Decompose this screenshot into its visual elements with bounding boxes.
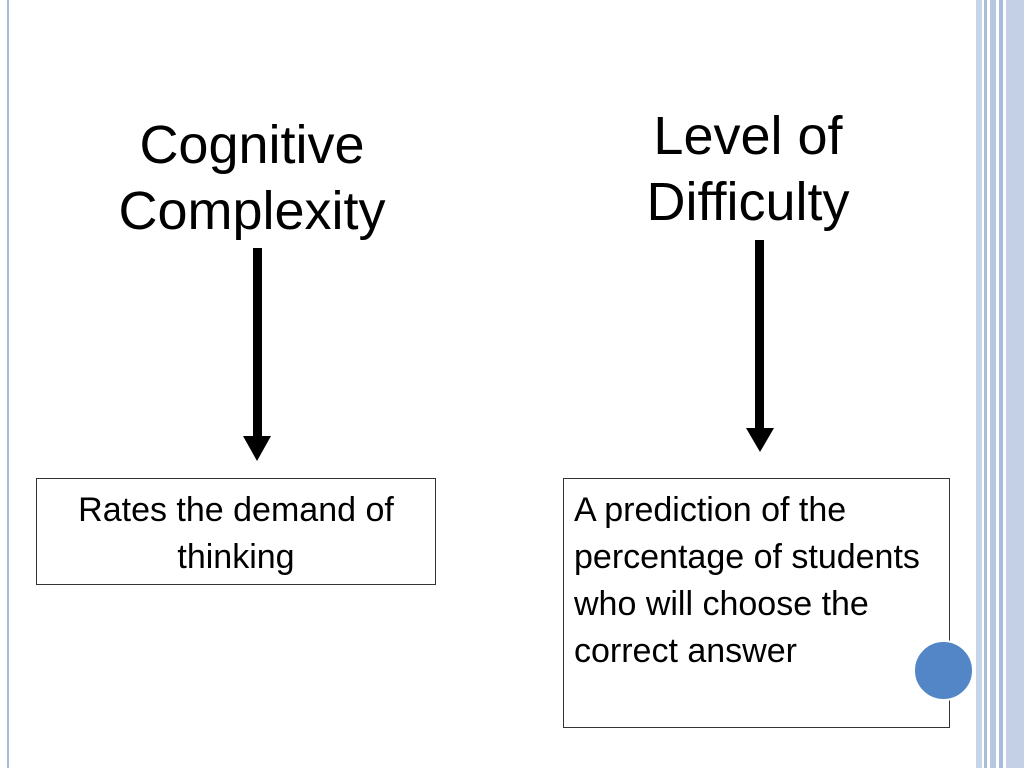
cognitive-complexity-definition: Rates the demand of thinking <box>78 491 394 576</box>
level-of-difficulty-heading: Level of Difficulty <box>646 106 850 232</box>
right-down-arrow <box>746 240 774 452</box>
level-of-difficulty-definition: A prediction of the percentage of studen… <box>574 491 920 670</box>
right-frame-stripes <box>976 0 1024 768</box>
decorative-circle <box>913 640 974 701</box>
left-frame-line <box>7 0 9 768</box>
level-of-difficulty-definition-box: A prediction of the percentage of studen… <box>563 478 950 728</box>
cognitive-complexity-definition-box: Rates the demand of thinking <box>36 478 436 585</box>
left-down-arrow <box>243 248 271 461</box>
cognitive-complexity-heading: Cognitive Complexity <box>118 115 386 241</box>
